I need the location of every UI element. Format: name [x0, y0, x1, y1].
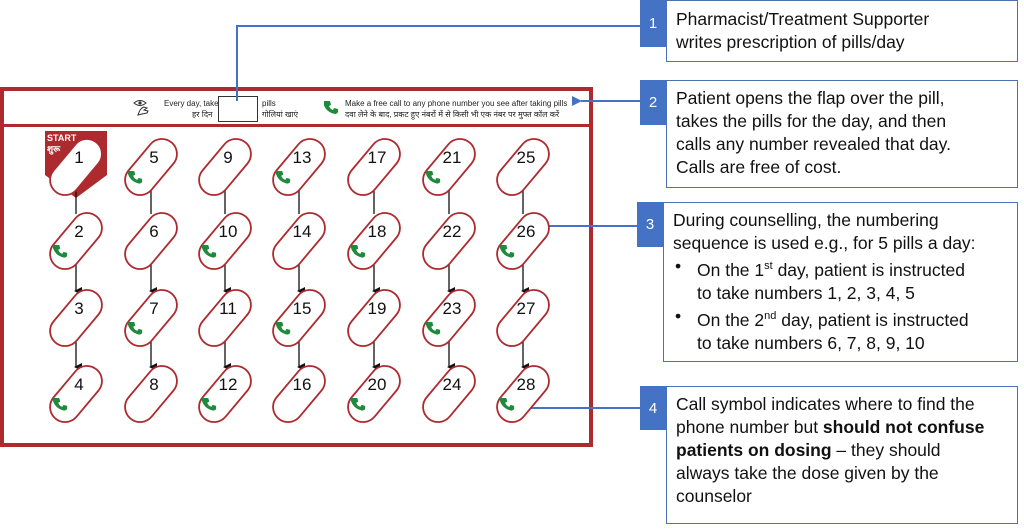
callout-3-badge: 3 [637, 202, 663, 247]
callout-3: During counselling, the numbering sequen… [663, 202, 1018, 362]
header-free-call: Make a free call to any phone number you… [345, 99, 568, 108]
callout-1-badge: 1 [640, 0, 666, 47]
header-pills-hindi: गोलियां खाएं [262, 110, 299, 119]
dose-entry-box[interactable] [218, 96, 258, 122]
header-divider [4, 124, 589, 127]
callout-2-line: calls any number revealed that day. [676, 134, 951, 154]
callout-2-line: Patient opens the flap over the pill, [676, 88, 945, 108]
callout-4-line: phone number but should not confuse [676, 417, 985, 437]
phone-icon [324, 101, 338, 114]
pill-card: Every day, take हर दिन pills गोलियां खाए… [0, 87, 593, 447]
callout-4-line: patients on dosing – they should [676, 440, 941, 460]
callout-4: Call symbol indicates where to find the … [666, 386, 1018, 524]
callout-4-line: counselor [676, 486, 752, 506]
callout-2-badge: 2 [640, 80, 666, 125]
callout-3-bullet-2: On the 2nd day, patient is instructedto … [675, 305, 976, 355]
callout-1-line: writes prescription of pills/day [676, 32, 905, 52]
header-pills: pills [262, 99, 276, 108]
eye-hand-icon [133, 100, 149, 116]
callout-2-line: Calls are free of cost. [676, 157, 842, 177]
callout-3-intro: During counselling, the numbering [673, 210, 939, 230]
callout-3-intro: sequence is used e.g., for 5 pills a day… [673, 233, 976, 253]
callout-4-line: always take the dose given by the [676, 463, 939, 483]
callout-1: Pharmacist/Treatment Supporter writes pr… [666, 0, 1018, 62]
header-free-call-hindi: दवा लेने के बाद, प्रकट हुए नंबरों में से… [345, 110, 560, 119]
header-every-day-hindi: हर दिन [192, 110, 213, 119]
callout-4-badge: 4 [640, 386, 666, 430]
header-every-day: Every day, take [164, 99, 219, 108]
callout-2: Patient opens the flap over the pill, ta… [666, 80, 1018, 188]
callout-4-line: Call symbol indicates where to find the [676, 394, 975, 414]
callout-3-bullet-1: On the 1st day, patient is instructedto … [675, 255, 976, 305]
callout-1-line: Pharmacist/Treatment Supporter [676, 9, 930, 29]
callout-2-line: takes the pills for the day, and then [676, 111, 947, 131]
